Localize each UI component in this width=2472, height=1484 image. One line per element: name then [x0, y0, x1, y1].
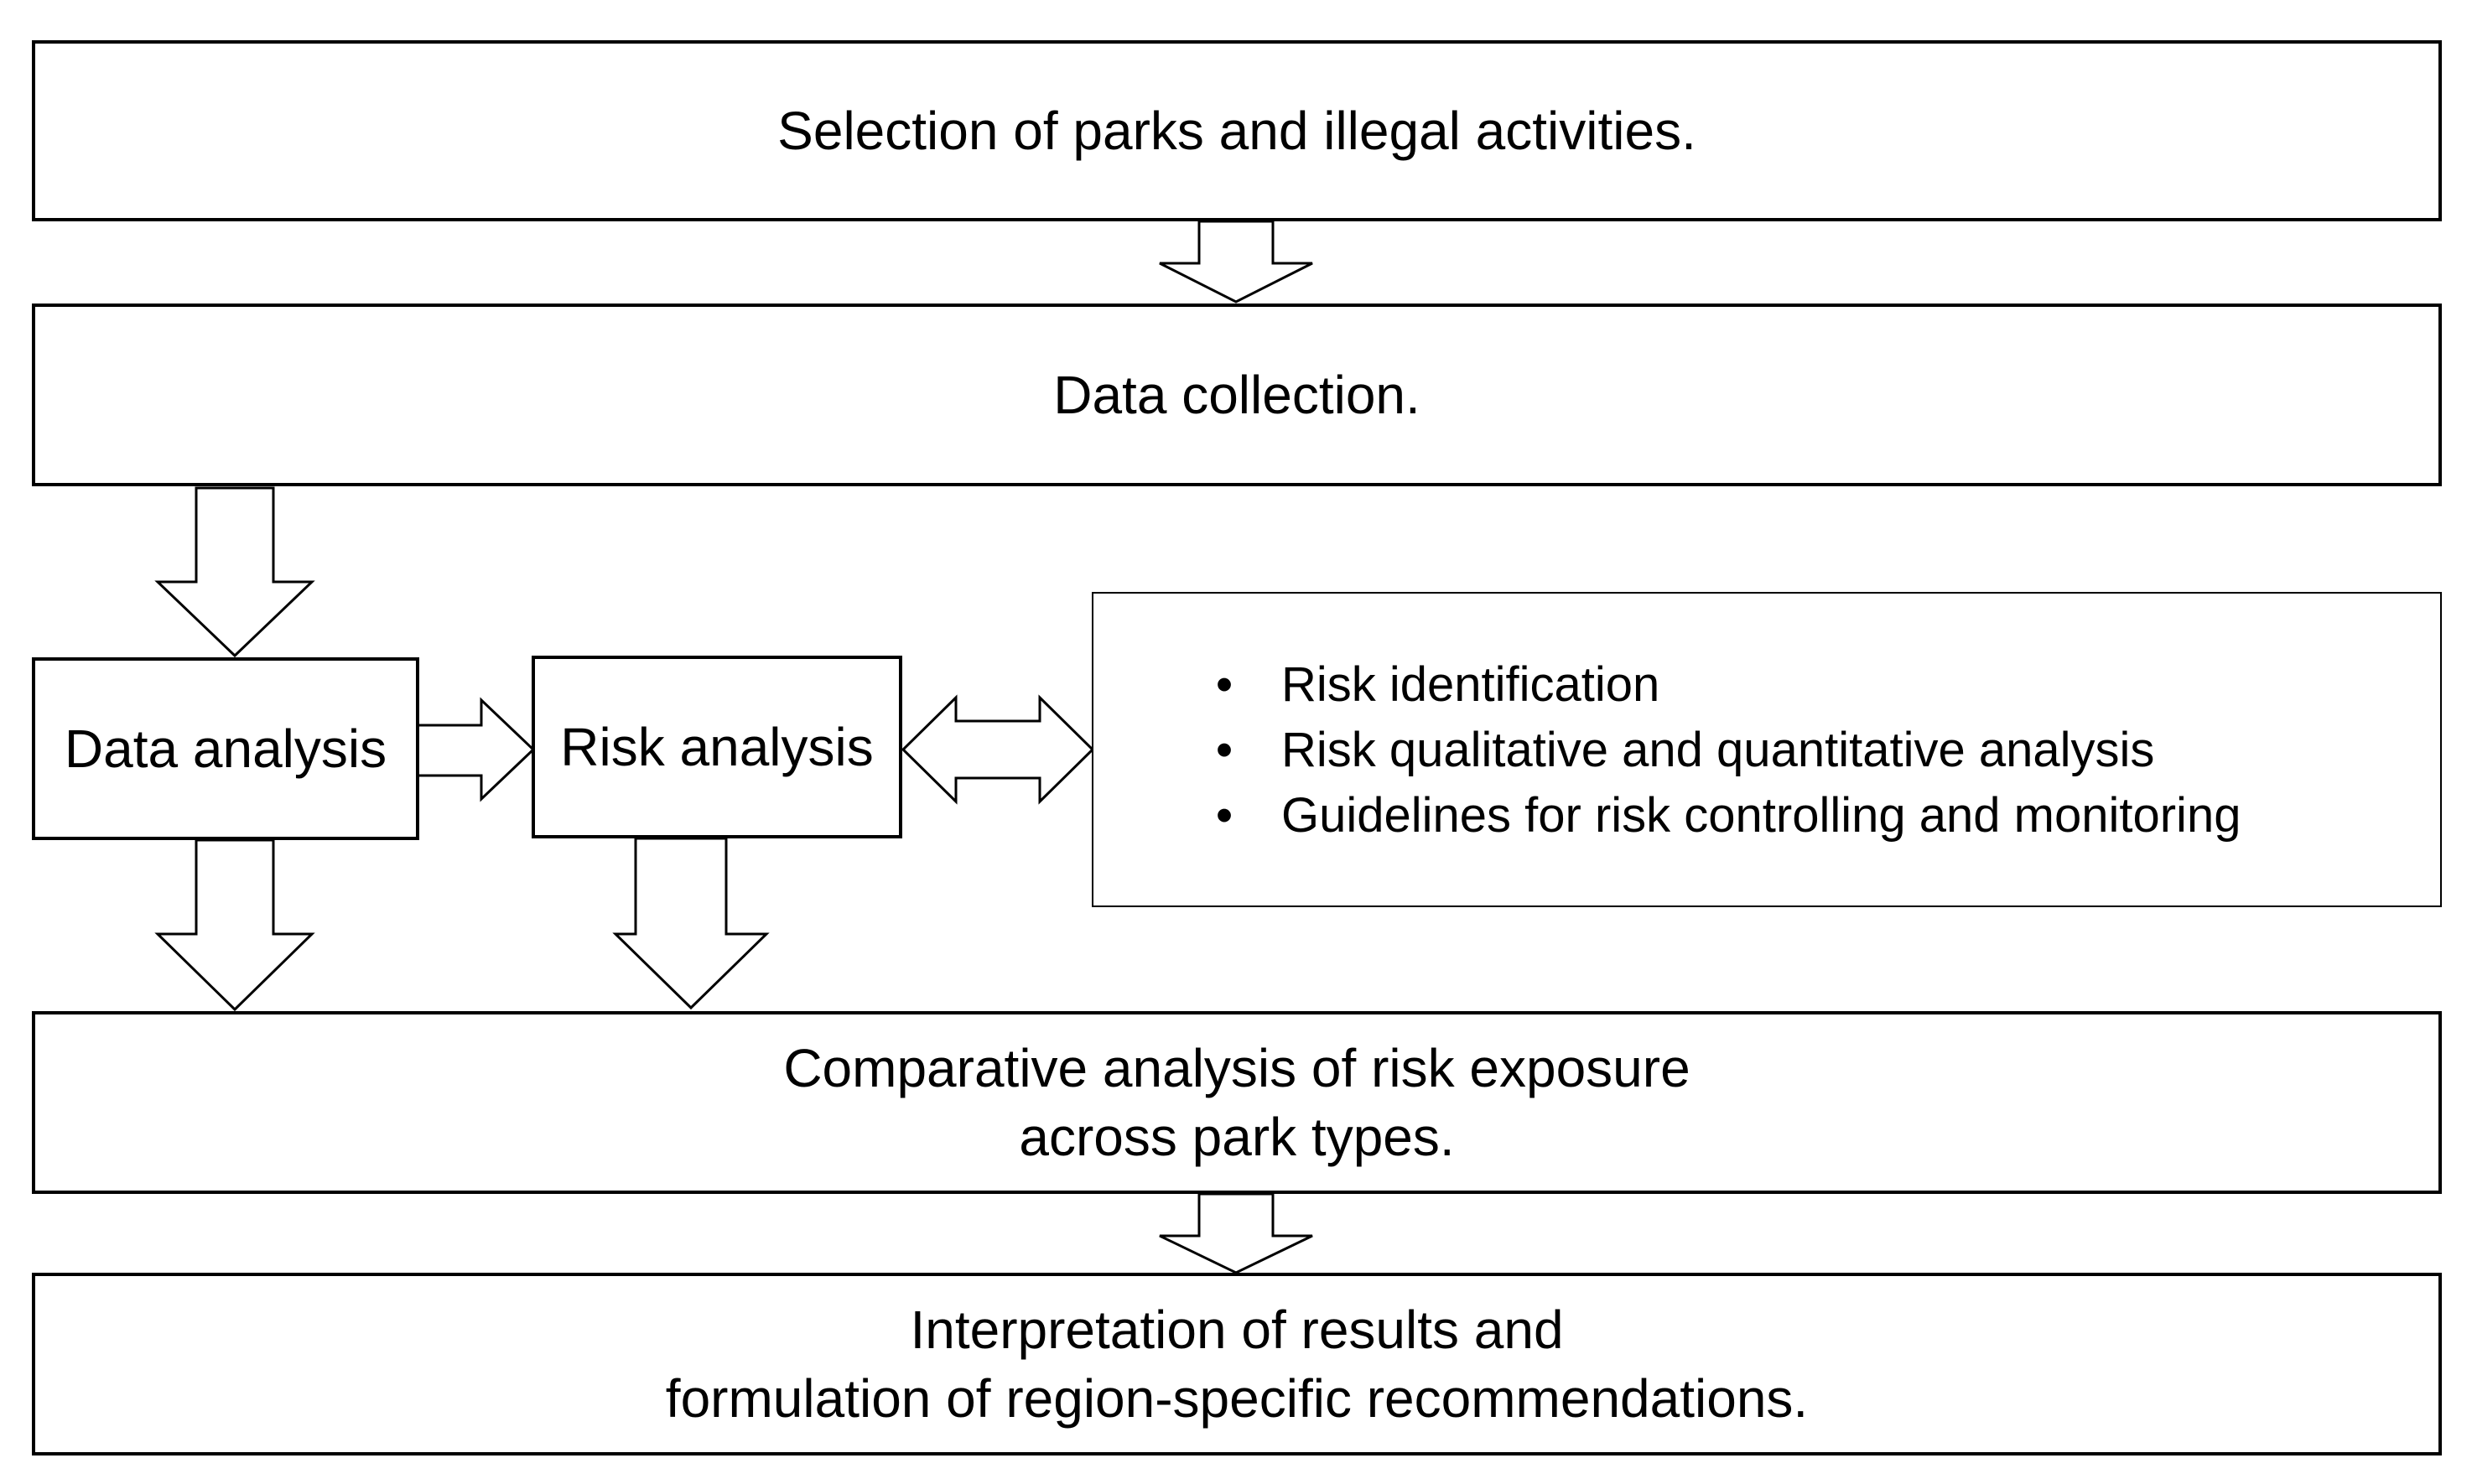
arrow-risk-analysis-down [612, 837, 770, 1010]
arrow-selection-to-collection [1159, 220, 1313, 304]
arrow-risk-analysis-to-details [901, 694, 1095, 805]
step-selection-label: Selection of parks and illegal activitie… [777, 101, 1696, 161]
arrow-data-analysis-to-comparative [154, 838, 315, 1012]
step-data-analysis: Data analysis [32, 657, 419, 840]
bullet-glyph: • [1215, 723, 1233, 777]
step-comparative-analysis-label: Comparative analysis of risk exposure ac… [783, 1034, 1690, 1171]
step-risk-analysis: Risk analysis [532, 656, 902, 838]
step-interpretation: Interpretation of results and formulatio… [32, 1273, 2442, 1455]
arrow-data-to-risk-analysis [416, 697, 536, 802]
step-data-analysis-label: Data analysis [64, 719, 387, 779]
step-data-collection: Data collection. [32, 304, 2442, 486]
step-data-collection-label: Data collection. [1053, 365, 1420, 425]
step-interpretation-label: Interpretation of results and formulatio… [666, 1295, 1808, 1433]
risk-details-list: • Risk identification • Risk qualitative a… [1207, 652, 2241, 848]
risk-details-item: • Risk qualitative and quantitative analy… [1207, 718, 2241, 783]
step-selection: Selection of parks and illegal activitie… [32, 40, 2442, 221]
risk-details-item: • Risk identification [1207, 652, 2241, 718]
label-line: formulation of region-specific recommend… [665, 1368, 1809, 1429]
risk-details-item-text: Risk identification [1281, 657, 1660, 712]
step-comparative-analysis: Comparative analysis of risk exposure ac… [32, 1011, 2442, 1194]
label-line: Comparative analysis of risk exposure [783, 1038, 1690, 1098]
bullet-glyph: • [1215, 657, 1233, 712]
risk-details-item-text: Guidelines for risk controlling and moni… [1281, 788, 2241, 843]
risk-details-item-text: Risk qualitative and quantitative analys… [1281, 723, 2155, 777]
arrow-collection-to-data-analysis [154, 486, 315, 658]
bullet-glyph: • [1215, 788, 1233, 843]
step-risk-analysis-label: Risk analysis [560, 717, 874, 777]
label-line: across park types. [1019, 1107, 1455, 1167]
risk-details-box [1092, 592, 2442, 907]
arrow-comparative-to-interpretation [1159, 1192, 1313, 1274]
label-line: Interpretation of results and [910, 1300, 1564, 1360]
risk-details-item: • Guidelines for risk controlling and mon… [1207, 783, 2241, 848]
